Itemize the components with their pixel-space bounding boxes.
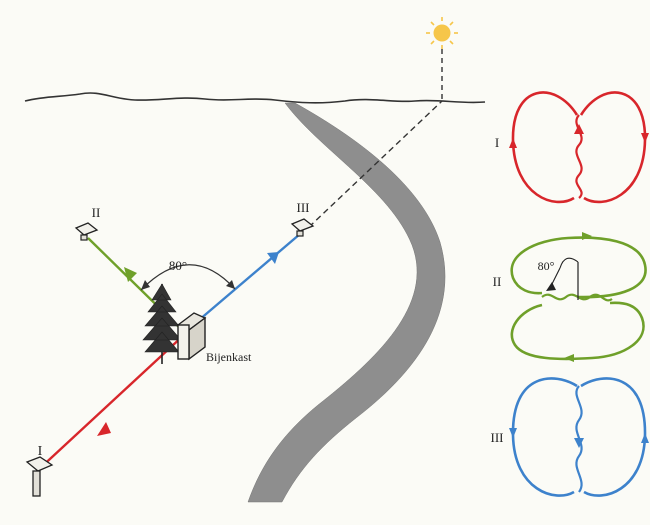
route-3-arrow: [267, 252, 279, 264]
angle-arc-arrow-right: [226, 280, 235, 289]
dance-3-arrow-right: [641, 433, 649, 443]
dance-1-label: I: [495, 135, 499, 150]
feeder-2-label: II: [92, 205, 101, 220]
beehive-icon: [176, 312, 207, 361]
waggle-dance-3: [511, 377, 647, 497]
waggle-dance-2: [510, 236, 647, 361]
dance-2-angle-label: 80°: [538, 259, 555, 273]
dance-1-arrow-left: [509, 138, 517, 148]
dance-3-arrow-left: [509, 428, 517, 438]
dance-2-angle-pointer: [549, 267, 561, 289]
road: [247, 102, 446, 503]
sun-bearing-dashed: [308, 100, 443, 228]
route-1-arrow: [97, 422, 111, 436]
route-to-feeder-1: [36, 333, 186, 472]
dance-1-arrow-right: [641, 133, 649, 143]
dance-2-angle-arc: [559, 257, 579, 269]
route-2-arrow: [124, 267, 137, 282]
angle-arc: [140, 264, 236, 291]
angle-label: 80°: [169, 258, 187, 273]
dance-2-label: II: [493, 274, 502, 289]
feeder-3-icon: [290, 218, 315, 237]
feeder-3-label: III: [297, 200, 310, 215]
dance-3-label: III: [491, 430, 504, 445]
dance-3-arrow-center: [574, 438, 584, 448]
tree-icon: [142, 283, 182, 364]
feeder-1-icon: [25, 456, 54, 497]
dance-2-arrow-bottom: [564, 354, 574, 362]
dance-2-arrow-top: [582, 232, 592, 240]
feeder-1-label: I: [38, 444, 43, 459]
horizon-line: [24, 92, 486, 104]
waggle-dance-1: [511, 91, 647, 204]
hive-label: Bijenkast: [206, 350, 252, 364]
route-to-feeder-3: [191, 233, 301, 327]
feeder-2-icon: [74, 222, 99, 241]
sun-icon: [426, 17, 458, 49]
angle-arc-arrow-left: [141, 280, 150, 290]
dance-1-arrow-center: [574, 124, 584, 134]
